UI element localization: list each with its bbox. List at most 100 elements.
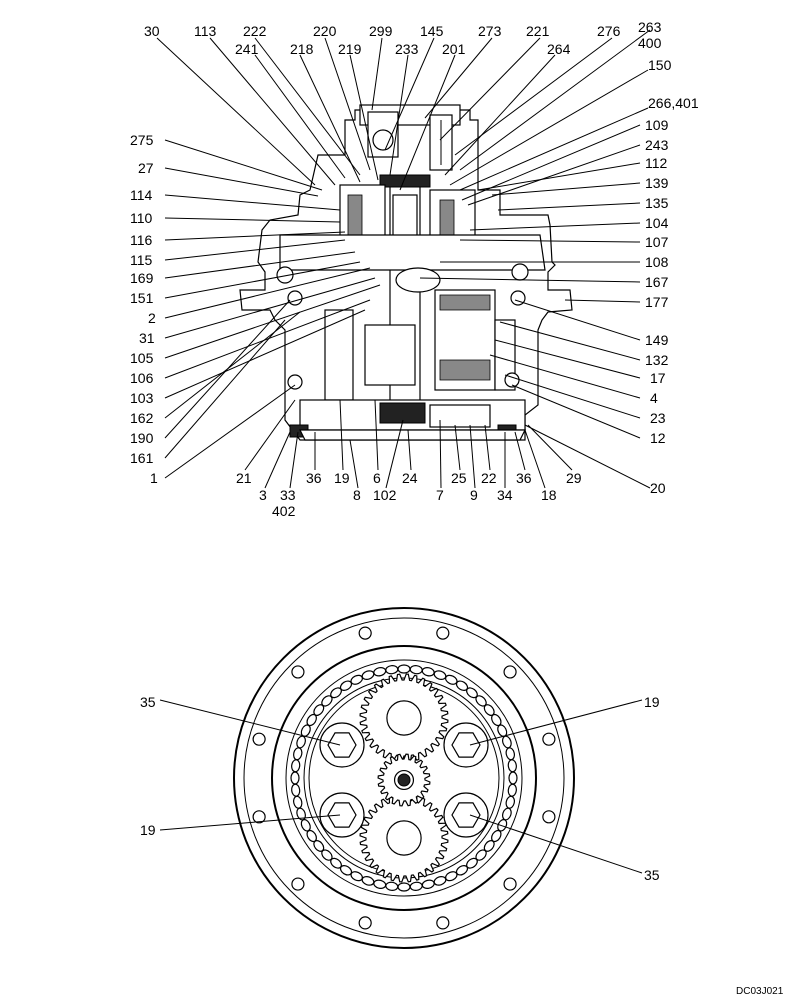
- roller: [507, 759, 517, 773]
- callout-label: 110: [130, 210, 153, 226]
- callout-label: 31: [139, 330, 155, 346]
- callout-label: 139: [645, 175, 669, 191]
- callout-label: 402: [272, 503, 296, 519]
- callout-label: 132: [645, 352, 669, 368]
- flange-bolt-hole: [358, 916, 372, 930]
- callout-label: 276: [597, 23, 621, 39]
- callout-label: 263: [638, 19, 662, 35]
- callout-label: 233: [395, 41, 419, 57]
- roller: [508, 771, 518, 785]
- callout-label: 18: [541, 487, 557, 503]
- callout-label: 12: [650, 430, 666, 446]
- roller: [409, 665, 423, 675]
- callout-label: 177: [645, 294, 669, 310]
- callout-label: 34: [497, 487, 513, 503]
- flange-bolt-hole: [503, 877, 517, 891]
- callout-label: 20: [650, 480, 666, 496]
- roller: [397, 882, 411, 892]
- callout-label: 299: [369, 23, 393, 39]
- flange-bolt-hole: [291, 665, 305, 679]
- plan-leader-lines: [159, 699, 643, 874]
- hex-bolts: [319, 722, 489, 838]
- callout-label: 275: [130, 132, 154, 148]
- roller-bearing-ring: [290, 664, 518, 892]
- gear-train: [359, 673, 449, 883]
- callout-label: 169: [130, 270, 154, 286]
- callout-label: 19: [334, 470, 350, 486]
- callout-label: 135: [645, 195, 669, 211]
- callout-label: 35: [140, 694, 156, 710]
- callout-label: 222: [243, 23, 267, 39]
- roller: [507, 783, 517, 797]
- section-bottom-labels: 21 3 33 402 36 19 8 6 102 24 7 25 9 22 3…: [236, 470, 582, 519]
- callout-label: 19: [140, 822, 156, 838]
- callout-label: 116: [130, 232, 153, 248]
- roller: [421, 667, 435, 677]
- roller: [290, 771, 300, 785]
- section-left-labels: 275 27 114 110 116 115 169 151 2 31 105 …: [130, 132, 158, 486]
- roller: [373, 879, 387, 889]
- sun-gear: [377, 753, 431, 807]
- callout-label: 151: [130, 290, 154, 306]
- callout-label: 219: [338, 41, 362, 57]
- callout-label: 23: [650, 410, 666, 426]
- callout-label: 29: [566, 470, 582, 486]
- roller: [296, 735, 306, 749]
- roller: [291, 783, 301, 797]
- hex-bolt: [319, 722, 365, 768]
- roller: [361, 670, 375, 680]
- roller: [293, 795, 303, 809]
- flange-bolt-hole: [436, 916, 450, 930]
- flange-bolt-holes: [252, 626, 556, 930]
- flange-bolt-hole: [252, 732, 266, 746]
- callout-label: 221: [526, 23, 550, 39]
- callout-label: 17: [650, 370, 666, 386]
- callout-label: 7: [436, 487, 444, 503]
- callout-label: 108: [645, 254, 669, 270]
- callout-label: 201: [442, 41, 466, 57]
- flange-bolt-hole: [542, 810, 556, 824]
- callout-label: 264: [547, 41, 571, 57]
- callout-label: 243: [645, 137, 669, 153]
- callout-label: 8: [353, 487, 361, 503]
- roller: [433, 670, 447, 680]
- callout-label: 107: [645, 234, 669, 250]
- flange-bolt-hole: [358, 626, 372, 640]
- section-top-labels: 30 113 222 220 299 145 273 221 276 263 4…: [144, 19, 699, 111]
- callout-label: 266,401: [648, 95, 699, 111]
- callout-label: 218: [290, 41, 314, 57]
- callout-label: 35: [644, 867, 660, 883]
- flange-bolt-hole: [542, 732, 556, 746]
- roller: [502, 807, 512, 821]
- callout-label: 103: [130, 390, 154, 406]
- callout-label: 36: [516, 470, 532, 486]
- planet-gear-bottom: [359, 793, 449, 883]
- callout-label: 2: [148, 310, 156, 326]
- callout-label: 22: [481, 470, 497, 486]
- callout-label: 102: [373, 487, 397, 503]
- callout-label: 190: [130, 430, 154, 446]
- callout-label: 112: [645, 155, 668, 171]
- callout-label: 33: [280, 487, 296, 503]
- hex-bolt: [443, 722, 489, 768]
- flange-bolt-hole: [503, 665, 517, 679]
- callout-label: 149: [645, 332, 669, 348]
- callout-label: 114: [130, 187, 153, 203]
- callout-label: 113: [194, 23, 217, 39]
- section-leader-lines: [156, 29, 651, 489]
- roller: [293, 747, 303, 761]
- callout-label: 273: [478, 23, 502, 39]
- callout-label: 400: [638, 35, 662, 51]
- callout-label: 25: [451, 470, 467, 486]
- roller: [421, 879, 435, 889]
- callout-label: 6: [373, 470, 381, 486]
- hex-bolt: [319, 792, 365, 838]
- roller: [385, 665, 399, 675]
- callout-label: 162: [130, 410, 154, 426]
- roller: [409, 881, 423, 891]
- callout-label: 105: [130, 350, 154, 366]
- flange-bolt-hole: [252, 810, 266, 824]
- callout-label: 104: [645, 215, 669, 231]
- plan-labels: 35 19 19 35: [140, 694, 660, 883]
